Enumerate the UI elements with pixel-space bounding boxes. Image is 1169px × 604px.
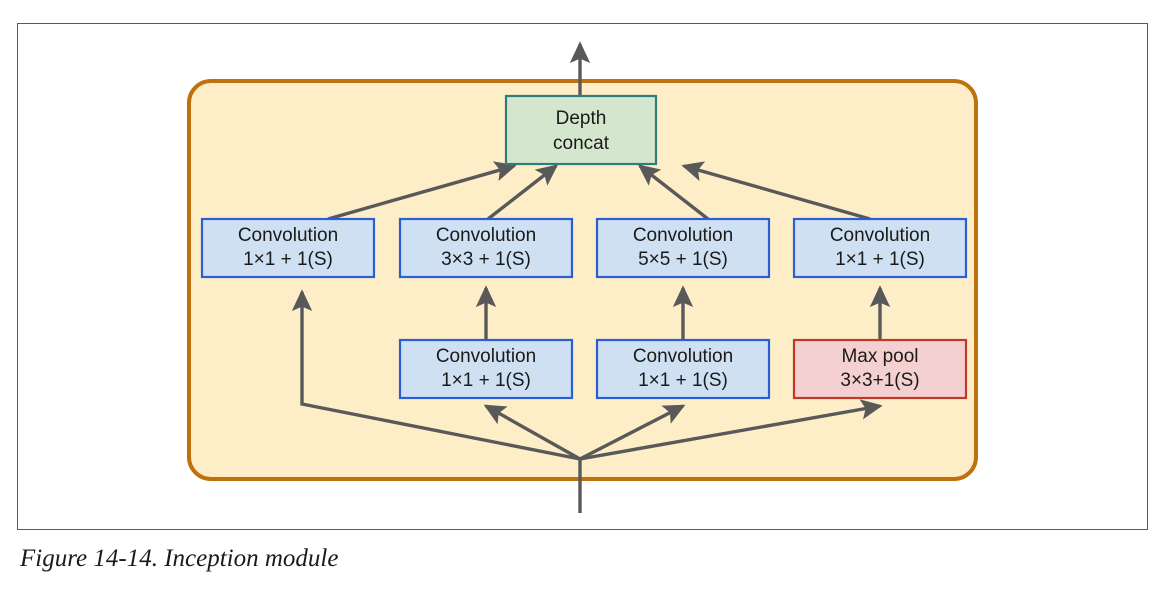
node-conv-1x1-b[interactable]: Convolution 1×1 + 1(S) bbox=[792, 217, 968, 279]
node-conv-reduce-2-rect bbox=[595, 338, 771, 400]
node-conv-reduce-2[interactable]: Convolution 1×1 + 1(S) bbox=[595, 338, 771, 400]
input-branch-conv-reduce-1 bbox=[483, 404, 581, 461]
figure-caption: Figure 14-14. Inception module bbox=[20, 545, 339, 572]
input-branch-left bbox=[291, 289, 581, 461]
node-conv-reduce-1[interactable]: Convolution 1×1 + 1(S) bbox=[398, 338, 574, 400]
node-conv-1x1-b-rect bbox=[792, 217, 968, 279]
node-conv-5x5-line2: 5×5 + 1(S) bbox=[638, 249, 728, 270]
node-conv-1x1-a-line2: 1×1 + 1(S) bbox=[243, 249, 333, 270]
link-convpool-to-concat bbox=[681, 161, 871, 221]
node-depth-concat[interactable]: Depth concat bbox=[504, 94, 658, 166]
node-conv-reduce-2-line1: Convolution bbox=[633, 346, 733, 367]
node-max-pool-line1: Max pool bbox=[841, 346, 918, 367]
node-conv-3x3-rect bbox=[398, 217, 574, 279]
node-conv-reduce-1-line1: Convolution bbox=[436, 346, 536, 367]
inception-module-diagram: Depth concat Convolution 1×1 + 1(S) Conv… bbox=[187, 41, 978, 513]
node-conv-3x3-line1: Convolution bbox=[436, 225, 536, 246]
link-conv1x1-to-concat bbox=[327, 161, 517, 221]
node-conv-1x1-a[interactable]: Convolution 1×1 + 1(S) bbox=[200, 217, 376, 279]
node-conv-reduce-1-rect bbox=[398, 338, 574, 400]
inception-module-container bbox=[187, 79, 978, 481]
figure-frame: Depth concat Convolution 1×1 + 1(S) Conv… bbox=[17, 23, 1148, 530]
node-max-pool-rect bbox=[792, 338, 968, 400]
node-depth-concat-rect bbox=[504, 94, 658, 166]
node-conv-5x5[interactable]: Convolution 5×5 + 1(S) bbox=[595, 217, 771, 279]
input-branch-conv-reduce-2 bbox=[579, 404, 686, 461]
node-depth-concat-line1: Depth bbox=[556, 108, 607, 129]
link-conv5x5-to-concat bbox=[637, 164, 710, 221]
node-max-pool-line2: 3×3+1(S) bbox=[840, 370, 919, 391]
node-conv-1x1-b-line1: Convolution bbox=[830, 225, 930, 246]
node-conv-3x3-line2: 3×3 + 1(S) bbox=[441, 249, 531, 270]
node-conv-5x5-rect bbox=[595, 217, 771, 279]
link-conv3x3-to-concat bbox=[486, 164, 559, 221]
node-conv-1x1-a-line1: Convolution bbox=[238, 225, 338, 246]
input-branch-max-pool bbox=[579, 399, 883, 461]
node-depth-concat-line2: concat bbox=[553, 133, 610, 154]
node-conv-3x3[interactable]: Convolution 3×3 + 1(S) bbox=[398, 217, 574, 279]
node-conv-1x1-b-line2: 1×1 + 1(S) bbox=[835, 249, 925, 270]
node-conv-reduce-2-line2: 1×1 + 1(S) bbox=[638, 370, 728, 391]
node-max-pool[interactable]: Max pool 3×3+1(S) bbox=[792, 338, 968, 400]
node-conv-1x1-a-rect bbox=[200, 217, 376, 279]
node-conv-reduce-1-line2: 1×1 + 1(S) bbox=[441, 370, 531, 391]
node-conv-5x5-line1: Convolution bbox=[633, 225, 733, 246]
